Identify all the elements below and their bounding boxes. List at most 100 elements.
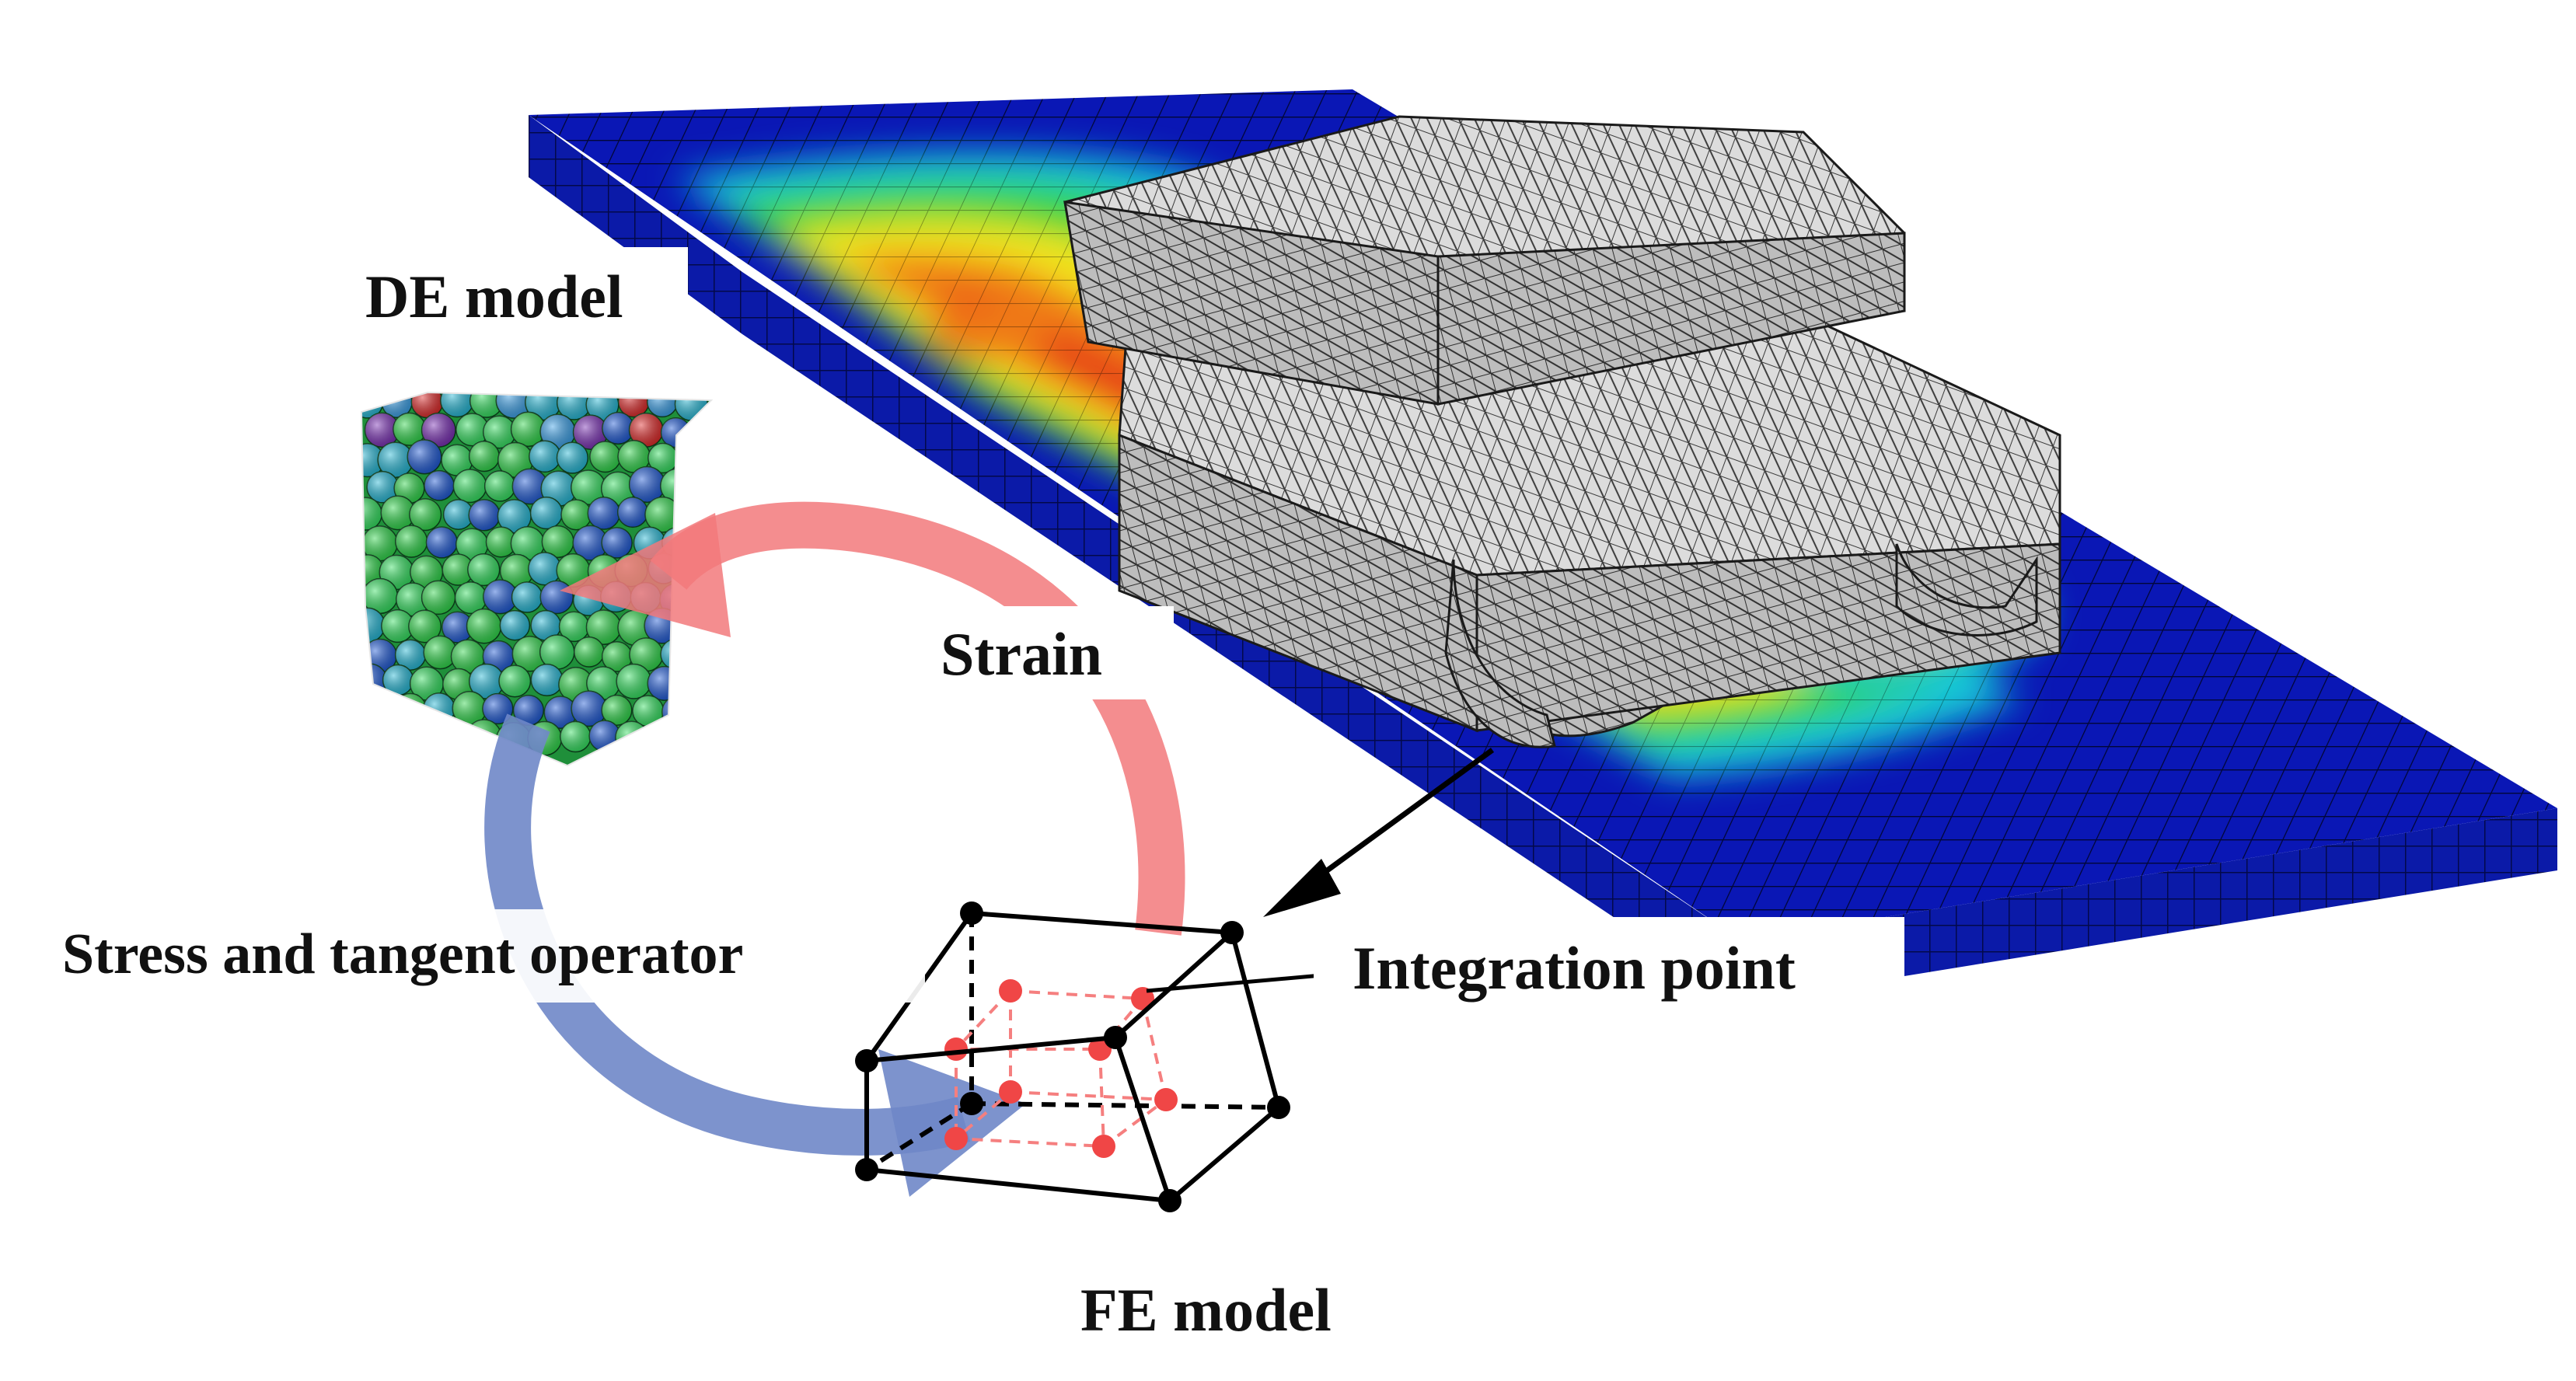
de-particle-shading (512, 636, 548, 671)
de-model-label: DE model (365, 263, 623, 330)
integration-point-label-box (1314, 917, 1904, 1018)
de-particle-shading (499, 665, 531, 697)
de-particle-shading (500, 610, 530, 640)
de-particle-shading (561, 500, 592, 530)
de-particle-shading (601, 472, 635, 506)
de-particle-shading (560, 721, 591, 752)
de-particle-shading (542, 525, 574, 558)
fe-hexahedral-element (855, 901, 1290, 1212)
de-particle (686, 636, 711, 672)
de-particle-shading (469, 500, 500, 531)
de-particle-shading (440, 392, 473, 417)
de-particle (440, 720, 476, 755)
de-particle-shading (574, 636, 605, 668)
de-particle-shading (616, 664, 651, 699)
stress-label-box (23, 909, 925, 1003)
de-particle-shading (586, 667, 620, 700)
fe-model-label-box (995, 1263, 1461, 1364)
de-particle-shading (497, 500, 532, 533)
strain-label: Strain (941, 620, 1102, 688)
de-particle-shading (646, 721, 681, 756)
de-particle-shading (367, 471, 399, 503)
de-particle-shading (586, 610, 621, 645)
de-particle-shading (602, 528, 633, 558)
de-particle-shading (451, 640, 485, 674)
de-particle-shading (500, 554, 534, 588)
de-particle-shading (395, 693, 427, 725)
de-particle-shading (409, 498, 442, 531)
de-particle-shading (393, 413, 426, 446)
de-particle-shading (617, 497, 648, 528)
de-particle-shading (407, 440, 442, 474)
de-particle-shading (618, 610, 654, 646)
de-particle (413, 724, 445, 757)
de-particle-shading (382, 664, 414, 696)
de-particle-shading (675, 392, 708, 421)
de-particle-shading (365, 413, 400, 448)
de-particle-shading (466, 609, 501, 643)
de-particle-shading (396, 583, 430, 616)
de-particle-shading (618, 392, 649, 417)
integration-point-label: Integration point (1353, 934, 1796, 1002)
de-particle (675, 720, 708, 752)
de-particle-shading (557, 442, 588, 473)
de-particle-shading (469, 664, 504, 699)
de-particle-shading (497, 442, 533, 478)
de-particle-shading (421, 413, 456, 448)
de-particle-shading (365, 694, 398, 727)
vehicle-mesh (1063, 115, 2061, 748)
de-particle-shading (395, 525, 428, 558)
de-particle-shading (531, 610, 561, 641)
de-particle-shading (689, 693, 711, 730)
de-particle-shading (513, 695, 544, 726)
de-particle-shading (413, 724, 445, 757)
de-particle-shading (661, 696, 694, 728)
de-particle-shading (381, 609, 414, 643)
de-particle-shading (630, 638, 663, 671)
de-particle-shading (647, 443, 678, 473)
de-particle-shading (421, 581, 456, 615)
de-particle-shading (441, 720, 475, 755)
strain-label-box (886, 606, 1174, 699)
de-particle-shading (483, 580, 518, 614)
de-particle-shading (512, 469, 548, 504)
de-particle-shading (424, 470, 455, 500)
de-particle-shading (661, 639, 691, 670)
de-particle-shading (588, 497, 620, 530)
de-particle-shading (361, 723, 385, 758)
de-particle-shading (442, 612, 473, 643)
de-particle-shading (467, 553, 500, 586)
integration-nodes (944, 979, 1178, 1158)
de-particle-shading (571, 470, 606, 505)
de-particle-shading (453, 469, 487, 503)
integration-point-leader (1146, 973, 1322, 993)
de-particle-shading (602, 412, 634, 445)
de-particle-shading (381, 496, 415, 530)
de-particle (361, 722, 386, 758)
stress-tangent-label: Stress and tangent operator (62, 922, 743, 986)
de-particle-shading (559, 612, 589, 642)
de-particle (675, 443, 709, 476)
de-particle (383, 720, 416, 752)
stress-arrow (484, 713, 971, 1156)
de-particle-shading (528, 553, 561, 585)
de-particle-shading (539, 635, 574, 670)
de-particle-shading (511, 582, 543, 612)
de-particle-shading (442, 554, 474, 586)
de-particle-shading (544, 696, 577, 729)
de-particle-shading (530, 497, 563, 529)
de-particle-shading (647, 392, 678, 417)
de-particle-shading (645, 497, 681, 532)
de-particle-shading (443, 500, 473, 530)
de-particle-shading (361, 497, 382, 531)
de-particle (365, 693, 399, 727)
de-particle-shading (647, 666, 682, 701)
de-particle-shading (590, 441, 621, 473)
de-particle-shading (573, 525, 608, 560)
de-particle-shading (618, 440, 651, 473)
de-particle-shading (394, 473, 424, 504)
strain-arrow (650, 501, 1185, 936)
de-particle-shading (602, 695, 632, 726)
de-particle-shading (689, 469, 711, 504)
de-particle-shading (483, 416, 516, 448)
